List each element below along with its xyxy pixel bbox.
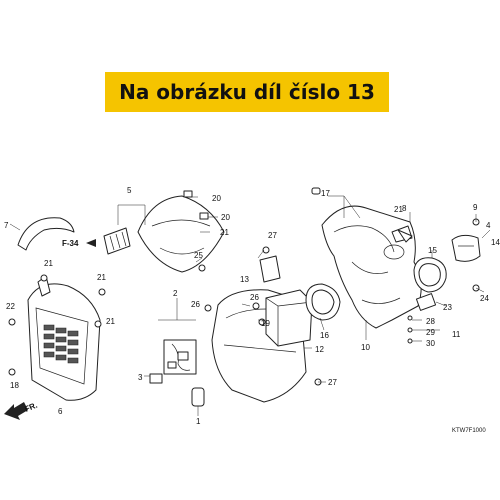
part-7-trim-strip <box>17 217 75 251</box>
part-1-bulb-socket <box>191 387 205 407</box>
callout-label: 18 <box>10 381 19 390</box>
callout-label: 1 <box>196 417 201 426</box>
callout-label: 9 <box>473 203 478 212</box>
part-number-banner: Na obrázku díl číslo 13 <box>105 72 389 112</box>
callout-label: 23 <box>443 303 452 312</box>
part-2-wiring-harness <box>163 339 197 375</box>
callout-label: 27 <box>328 378 337 387</box>
callout-label: 11 <box>452 330 461 339</box>
part-15-gasket <box>413 257 447 293</box>
part-23-bracket <box>415 293 437 311</box>
callout-label: 25 <box>194 251 203 260</box>
callout-label: 13 <box>240 275 249 284</box>
callout-label: 12 <box>315 345 324 354</box>
svg-text:F-34: F-34 <box>62 239 79 248</box>
callout-labels: 1 2 3 4 5 6 7 8 9 10 11 12 13 14 15 16 1… <box>4 186 500 426</box>
callout-label: 30 <box>426 339 435 348</box>
leader-lines <box>9 195 491 416</box>
callout-label: 21 <box>106 317 115 326</box>
callout-label: 2 <box>173 289 178 298</box>
callout-label: 15 <box>428 246 437 255</box>
callout-label: 26 <box>250 293 259 302</box>
part-14-cover <box>451 234 481 262</box>
part-19-storage-box <box>265 289 313 347</box>
callout-label: 6 <box>58 407 63 416</box>
callout-label: 10 <box>361 343 370 352</box>
part-13-small-panel <box>259 255 281 283</box>
diagram-code: KTW7F1000 <box>452 428 486 434</box>
part-17-clip <box>311 187 321 195</box>
callout-label: 19 <box>261 319 270 328</box>
front-direction-arrow: FR. <box>4 401 39 420</box>
callout-label: 3 <box>138 373 143 382</box>
banner-text: Na obrázku díl číslo 13 <box>119 80 375 104</box>
callout-label: 21 <box>97 273 106 282</box>
callout-label: 29 <box>426 328 435 337</box>
callout-label: 7 <box>4 221 9 230</box>
callout-label: 16 <box>320 331 329 340</box>
callout-label: 17 <box>321 189 330 198</box>
callout-label: 21 <box>220 228 229 237</box>
part-5-headlight-cover <box>103 190 225 273</box>
svg-text:FR.: FR. <box>23 401 38 414</box>
part-16-seal-ring <box>305 283 341 321</box>
callout-label: 20 <box>212 194 221 203</box>
callout-label: 21 <box>44 259 53 268</box>
callout-label: 22 <box>6 302 15 311</box>
screw-fasteners <box>8 218 480 386</box>
part-3-connector <box>149 373 163 384</box>
callout-label: 27 <box>268 231 277 240</box>
callout-label: 26 <box>191 300 200 309</box>
callout-label: 14 <box>491 238 500 247</box>
part-6-front-cover <box>27 275 101 401</box>
callout-label: 24 <box>480 294 489 303</box>
callout-label: 4 <box>486 221 491 230</box>
callout-label: 21 <box>394 205 403 214</box>
callout-label: 28 <box>426 317 435 326</box>
callout-label: 20 <box>221 213 230 222</box>
callout-label: 5 <box>127 186 132 195</box>
section-reference: F-34 <box>62 239 96 248</box>
callout-label: 8 <box>402 204 407 213</box>
